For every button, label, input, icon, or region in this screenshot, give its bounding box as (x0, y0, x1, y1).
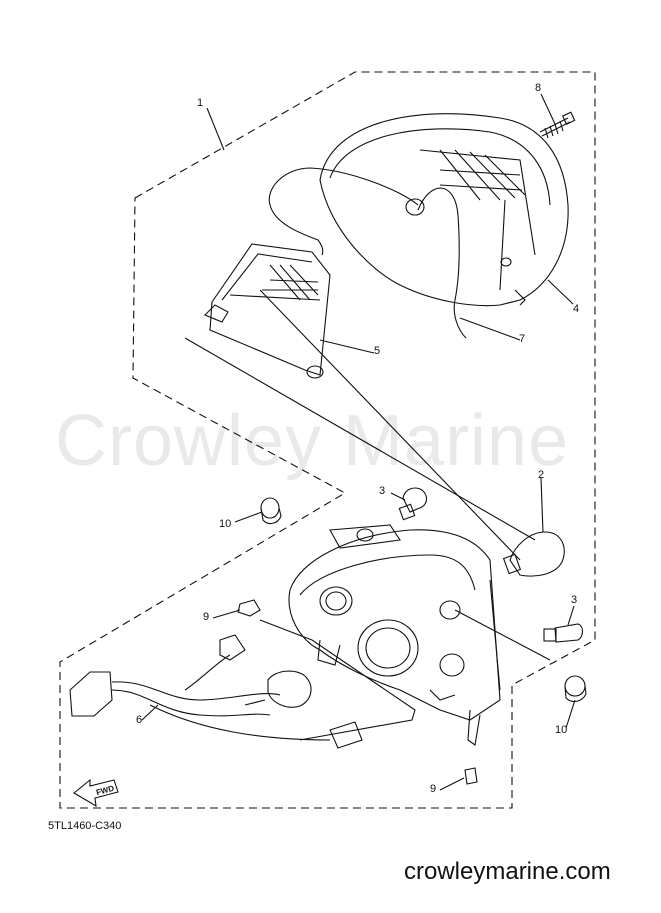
callout-6: 6 (136, 714, 143, 726)
callout-2: 2 (538, 469, 545, 481)
callout-5: 5 (374, 345, 381, 357)
diagram-code: 5TL1460-C340 (48, 820, 122, 832)
callout-9-lower: 9 (430, 783, 437, 795)
screw (539, 111, 576, 139)
wire (268, 167, 467, 339)
callout-10-right: 10 (555, 724, 568, 736)
small-bulb-upper (398, 487, 428, 521)
wire-harness (69, 634, 363, 749)
callout-7: 7 (519, 333, 526, 345)
callout-10-left: 10 (219, 518, 232, 530)
grommet-left (260, 497, 282, 525)
watermark-text: Crowley Marine (55, 401, 570, 481)
lens-housing (319, 113, 569, 307)
callout-1: 1 (197, 97, 204, 109)
fwd-arrow (73, 778, 119, 808)
lens (204, 243, 331, 379)
socket-connector (405, 198, 425, 216)
grommet-right (564, 675, 587, 703)
small-bulb-right (543, 623, 584, 643)
callout-3-right: 3 (571, 594, 578, 606)
callout-4: 4 (573, 303, 580, 315)
callout-9-upper: 9 (203, 611, 210, 623)
nut-upper (237, 599, 261, 617)
bracket-body (288, 524, 501, 746)
callout-3-upper: 3 (379, 485, 386, 497)
assembly-boundary (59, 71, 596, 809)
callout-8: 8 (535, 82, 542, 94)
bulb (502, 531, 565, 577)
website-url: crowleymarine.com (404, 858, 611, 885)
nut-lower (464, 767, 478, 785)
